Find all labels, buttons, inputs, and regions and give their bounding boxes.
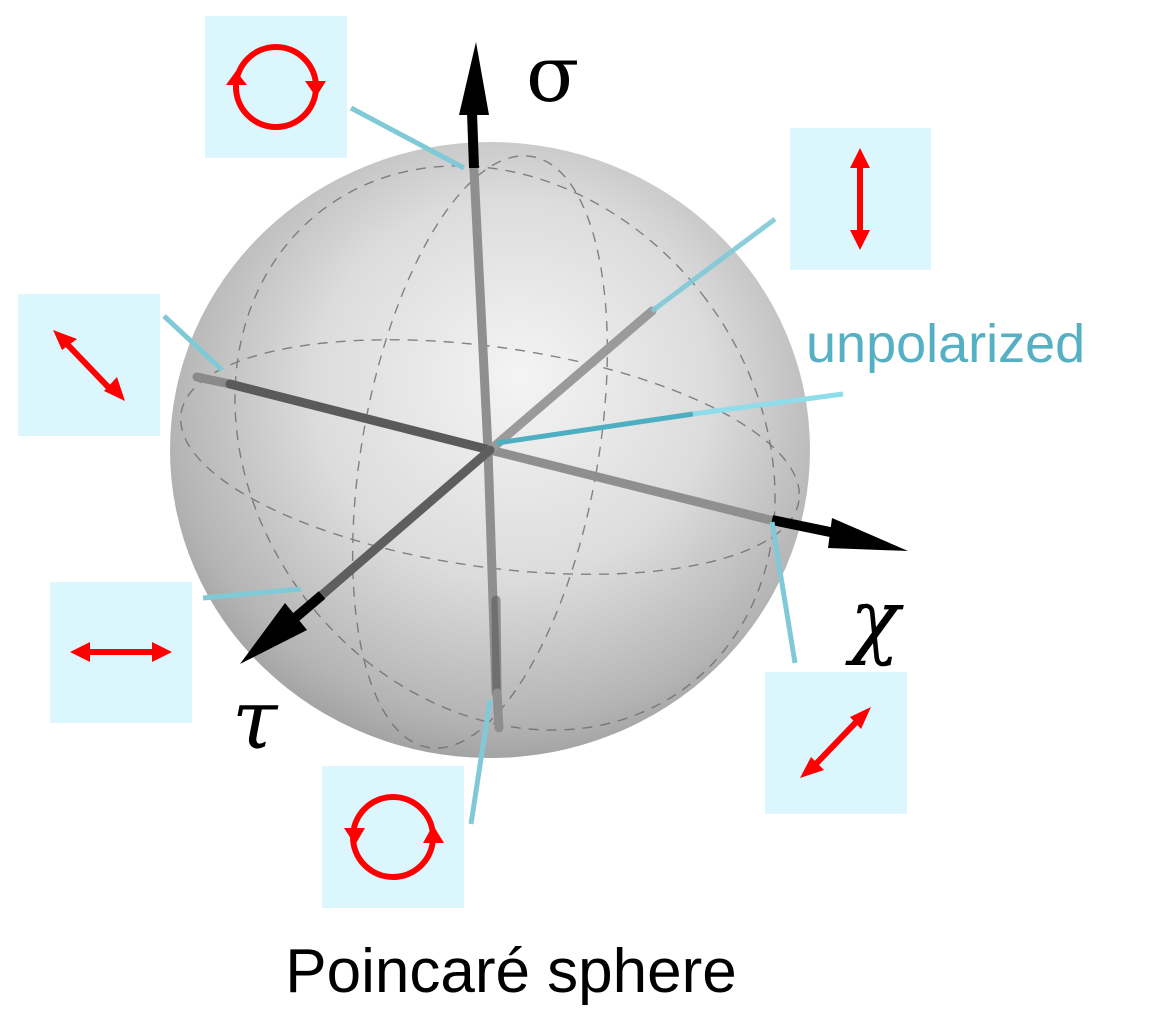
chi-axis-arrow [770, 515, 908, 551]
arrowhead-up-left [226, 71, 247, 85]
tau-axis-label: τ [232, 673, 279, 768]
state-box-horizontal-linear [50, 582, 192, 723]
leader-lower-left [202, 586, 302, 601]
arrowhead-up-right [423, 825, 444, 843]
vertical-double-arrow-icon [850, 148, 870, 250]
diagonal-double-arrow-icon [53, 330, 125, 401]
axes-internal [192, 165, 775, 733]
sigma-axis-label: σ [526, 30, 579, 120]
state-box-right-circular [205, 16, 347, 158]
unpolarized-label: unpolarized [806, 314, 1085, 374]
leader-lines [162, 105, 798, 825]
leader-left [162, 314, 224, 372]
leader-upper-right [650, 216, 777, 314]
unpolarized-leader [496, 391, 844, 446]
arrowhead-down-right [305, 81, 326, 97]
horizontal-double-arrow-icon [70, 642, 172, 662]
diagonal-double-arrow-icon [800, 707, 871, 778]
leader-top [349, 105, 466, 171]
leader-bottom [468, 699, 493, 825]
state-box-left-circular [322, 766, 464, 908]
state-box-diagonal-minus-45 [18, 294, 160, 436]
chi-axis-label: χ [845, 573, 904, 668]
tau-axis-arrow [240, 591, 326, 664]
state-box-vertical-linear [790, 128, 931, 270]
arrowhead-down-left [344, 828, 365, 845]
state-box-diagonal-plus-45 [765, 672, 907, 814]
leader-right [769, 521, 798, 664]
sigma-axis-arrow [459, 42, 489, 169]
diagram-title: Poincaré sphere [285, 937, 737, 1006]
